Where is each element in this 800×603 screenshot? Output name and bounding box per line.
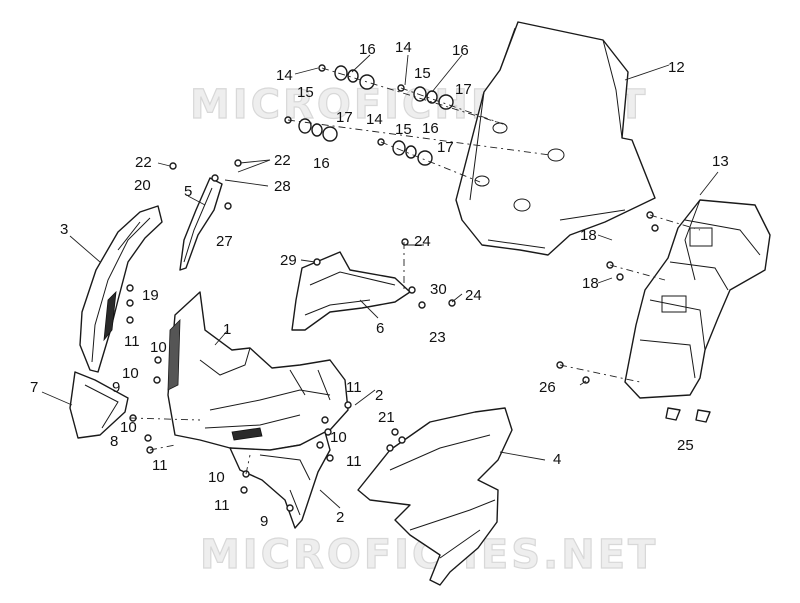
callout-17-c: 17 [437,139,454,156]
callout-10-e: 10 [330,429,347,446]
callout-16-a: 16 [359,41,376,58]
callout-13: 13 [712,153,729,170]
front-fairing-part [167,291,349,453]
inner-bracket-part [179,177,223,271]
callout-14-c: 14 [366,111,383,128]
leader-lines [41,54,719,509]
center-bracket-part [291,251,411,331]
callout-2-upper: 2 [375,387,383,404]
callout-19: 19 [142,287,159,304]
callout-24-right: 24 [465,287,482,304]
callout-28: 28 [274,178,291,195]
callout-18-a: 18 [580,227,597,244]
callout-12: 12 [668,59,685,76]
callout-16-c: 16 [313,155,330,172]
callout-3: 3 [60,221,68,238]
callout-29: 29 [280,252,297,269]
callout-22-right: 22 [274,152,291,169]
callout-9-bottom: 9 [260,513,268,530]
callout-15-b: 15 [414,65,431,82]
callout-11-b: 11 [152,457,168,474]
callout-6: 6 [376,320,384,337]
callout-10-a: 10 [150,339,167,356]
callout-2-lower: 2 [336,509,344,526]
callout-17-b: 17 [455,81,472,98]
callout-10-d: 10 [208,469,225,486]
lower-beak-part [229,431,331,529]
callout-20: 20 [134,177,151,194]
callout-labels: 1 2 2 3 4 5 6 7 8 9 9 10 10 10 10 10 11 … [30,39,729,530]
callout-9-left: 9 [112,379,120,396]
callout-7: 7 [30,379,38,396]
callout-10-b: 10 [122,365,139,382]
right-side-fairing-part [357,407,513,586]
callout-30: 30 [430,281,447,298]
small-side-panel-part [69,371,129,439]
callout-15-c: 15 [395,121,412,138]
hardware-items [126,64,659,512]
headlight-support-part [624,199,771,423]
callout-18-b: 18 [582,275,599,292]
callout-11-e: 11 [346,453,362,470]
callout-17-a: 17 [336,109,353,126]
left-side-fairing-part [79,205,163,373]
callout-15-a: 15 [297,84,314,101]
callout-16-b: 16 [452,42,469,59]
windshield-part [455,21,656,256]
callout-27: 27 [216,233,233,250]
callout-11-d: 11 [346,379,362,396]
callout-5: 5 [184,183,192,200]
callout-21: 21 [378,409,395,426]
callout-10-c: 10 [120,419,137,436]
callout-26: 26 [539,379,556,396]
callout-24-top: 24 [414,233,431,250]
callout-4: 4 [553,451,561,468]
callout-1: 1 [223,321,231,338]
callout-16-d: 16 [422,120,439,137]
callout-11-c: 11 [214,497,230,514]
callout-14-a: 14 [276,67,293,84]
callout-23: 23 [429,329,446,346]
callout-11-a: 11 [124,333,140,350]
assembly-lines [129,67,701,475]
callout-22-left: 22 [135,154,152,171]
callout-14-b: 14 [395,39,412,56]
callout-8: 8 [110,433,118,450]
callout-25: 25 [677,437,694,454]
